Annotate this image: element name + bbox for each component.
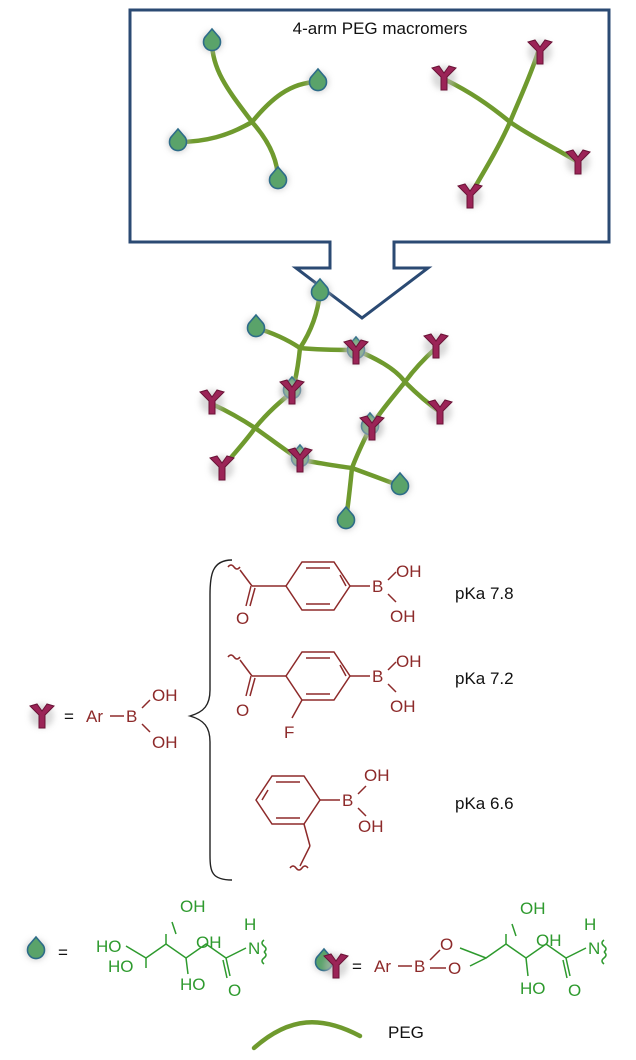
oh-label: OH (390, 607, 416, 626)
o-label: O (228, 981, 241, 1000)
ho-label: HO (108, 957, 134, 976)
box-title: 4-arm PEG macromers (293, 19, 468, 38)
o-label: O (448, 959, 461, 978)
peg-label: PEG (388, 1023, 424, 1042)
ho-label: HO (96, 937, 122, 956)
n-label: N (248, 939, 260, 958)
b-label: B (126, 707, 137, 726)
brace (187, 559, 233, 881)
boronate-ester-legend: = Ar B O O OH OH HO O H N (313, 899, 607, 1000)
oh-label: OH (180, 897, 206, 916)
b-label: B (342, 791, 353, 810)
pka-label: pKa 7.2 (455, 669, 514, 688)
structure-fluorophenylboronic-amide: O F B OH OH pKa 7.2 (227, 651, 514, 742)
pka-label: pKa 7.8 (455, 584, 514, 603)
oh-label: OH (396, 652, 422, 671)
ho-label: HO (180, 975, 206, 994)
structure-benzylboronic: B OH OH pKa 6.6 (255, 766, 514, 871)
oh-label: OH (152, 686, 178, 705)
h-label: H (584, 915, 596, 934)
peg-macromer-gluconamide (167, 29, 329, 191)
crosslinked-network (200, 279, 452, 531)
n-label: N (588, 939, 600, 958)
pka-label: pKa 6.6 (455, 794, 514, 813)
o-label: O (440, 935, 453, 954)
oh-label: OH (358, 817, 384, 836)
peg-macromer-boronic-acid (432, 40, 590, 208)
macromer-box-arrow (128, 8, 611, 320)
ar-label: Ar (86, 707, 103, 726)
structure-phenylboronic-amide: O B OH OH pKa 7.8 (227, 561, 514, 628)
boronic-acid-legend: = Ar B OH OH (30, 686, 178, 752)
f-label: F (284, 723, 294, 742)
b-label: B (372, 577, 383, 596)
eq-sign: = (352, 957, 362, 976)
oh-label: OH (390, 697, 416, 716)
o-label: O (236, 609, 249, 628)
gluconamide-legend: = OH HO OH HO HO O H N (25, 897, 267, 1000)
eq-sign: = (58, 943, 68, 962)
oh-label: OH (152, 733, 178, 752)
o-label: O (568, 981, 581, 1000)
ar-label: Ar (374, 957, 391, 976)
b-label: B (372, 667, 383, 686)
h-label: H (244, 915, 256, 934)
b-label: B (414, 957, 425, 976)
eq-sign: = (64, 707, 74, 726)
oh-label: OH (520, 899, 546, 918)
oh-label: OH (396, 562, 422, 581)
ho-label: HO (520, 979, 546, 998)
oh-label: OH (364, 766, 390, 785)
o-label: O (236, 701, 249, 720)
oh-label: OH (536, 931, 562, 950)
peg-legend: PEG (251, 1020, 424, 1051)
